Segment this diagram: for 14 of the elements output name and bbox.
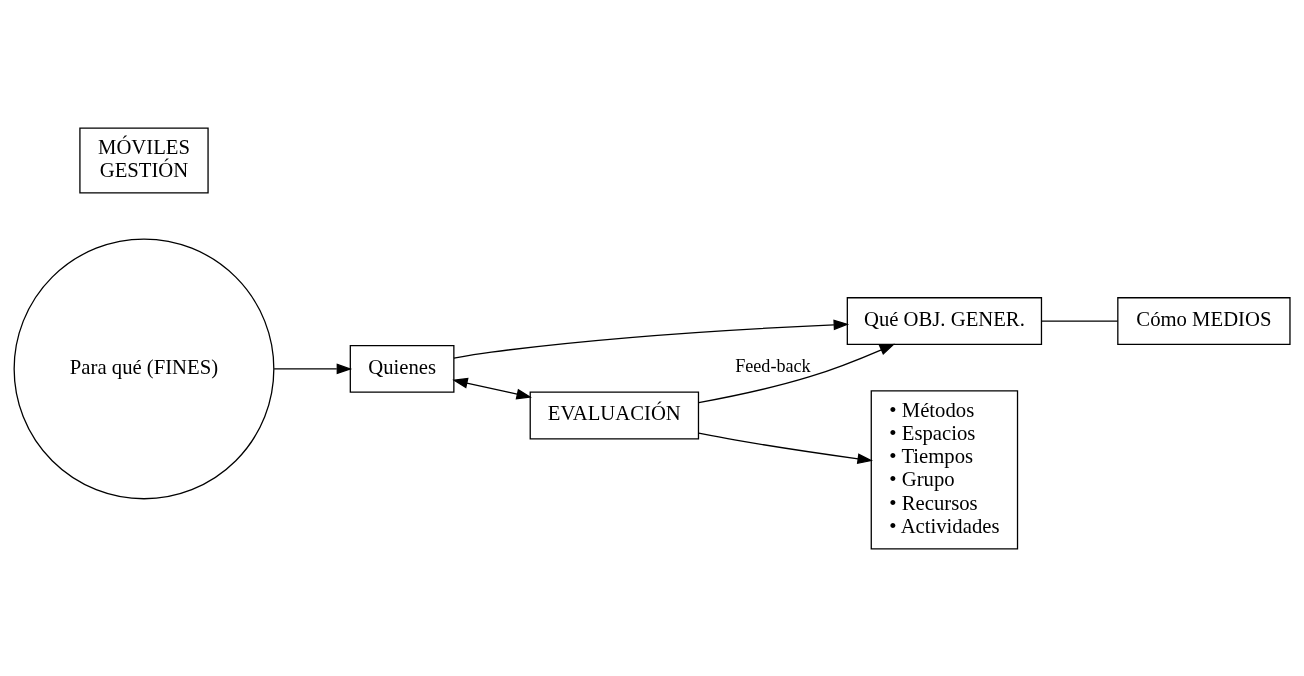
arrow (698, 432, 873, 464)
edge-label: Feed-back (735, 355, 811, 376)
node-box: MÓVILES GESTIÓN (79, 127, 209, 194)
node-box: Qué OBJ. GENER. (846, 296, 1043, 345)
connector (1041, 319, 1119, 322)
node-circle: Para qué (FINES) (13, 237, 275, 499)
arrow (698, 343, 896, 403)
node-box: EVALUACIÓN (529, 391, 700, 439)
arrow (452, 377, 532, 399)
node-box: Quienes (349, 344, 455, 393)
arrow (273, 363, 353, 374)
arrow (453, 318, 850, 359)
node-box: • Métodos • Espacios • Tiempos • Grupo • Recursos • Actividades (870, 389, 1019, 549)
node-box: Cómo MEDIOS (1117, 296, 1291, 345)
